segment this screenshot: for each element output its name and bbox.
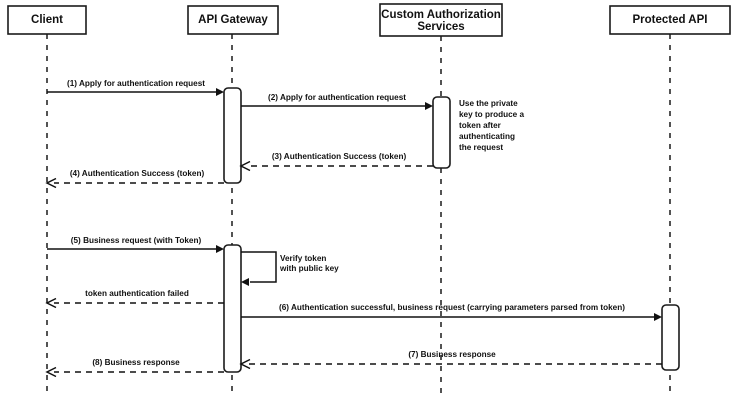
participant-box-custom-authorization-services bbox=[379, 3, 503, 37]
message-label-msg-5: (5) Business request (with Token) bbox=[71, 236, 202, 245]
activation-bar-protected-api-business bbox=[661, 304, 680, 371]
arrow-head-msg-4 bbox=[45, 177, 57, 189]
message-label-msg-2: (2) Apply for authentication request bbox=[268, 93, 406, 102]
activation-bar-gateway-business bbox=[223, 244, 242, 373]
self-message-path bbox=[241, 251, 277, 283]
message-label-msg-7: (7) Business response bbox=[408, 350, 496, 359]
message-msg-1[interactable]: (1) Apply for authentication request bbox=[47, 79, 224, 96]
arrow-head-msg-3 bbox=[239, 160, 251, 172]
activations-layer bbox=[223, 87, 680, 373]
activation-bar-gateway-auth bbox=[223, 87, 242, 184]
message-msg-6[interactable]: (6) Authentication successful, business … bbox=[241, 303, 662, 321]
participant-client[interactable]: Client bbox=[7, 5, 87, 35]
message-msg-4[interactable]: (4) Authentication Success (token) bbox=[45, 169, 224, 189]
participant-label-api-gateway: API Gateway bbox=[198, 14, 268, 26]
message-msg-3[interactable]: (3) Authentication Success (token) bbox=[239, 152, 433, 172]
participant-box-api-gateway bbox=[187, 5, 279, 35]
message-msg-7[interactable]: (7) Business response bbox=[239, 350, 662, 370]
message-label-msg-3: (3) Authentication Success (token) bbox=[272, 152, 407, 161]
message-msg-token-failed[interactable]: token authentication failed bbox=[45, 289, 224, 309]
arrow-head-msg-8 bbox=[45, 366, 57, 378]
participant-box-client bbox=[7, 5, 87, 35]
message-msg-2[interactable]: (2) Apply for authentication request bbox=[241, 93, 433, 110]
activation-bar-cas-auth bbox=[432, 96, 451, 169]
participant-label-client: Client bbox=[31, 14, 63, 26]
arrow-head-msg-6 bbox=[654, 313, 662, 321]
message-msg-5[interactable]: (5) Business request (with Token) bbox=[47, 236, 224, 253]
participant-box-protected-api bbox=[609, 5, 731, 35]
arrow-head-self bbox=[241, 278, 249, 286]
participant-api-gateway[interactable]: API Gateway bbox=[187, 5, 279, 35]
arrow-head-msg-1 bbox=[216, 88, 224, 96]
participant-label-protected-api: Protected API bbox=[633, 14, 708, 26]
participant-protected-api[interactable]: Protected API bbox=[609, 5, 731, 35]
arrow-head-msg-token-failed bbox=[45, 297, 57, 309]
message-label-msg-4: (4) Authentication Success (token) bbox=[70, 169, 205, 178]
message-msg-8[interactable]: (8) Business response bbox=[45, 358, 224, 378]
messages-layer: (1) Apply for authentication request (2) … bbox=[45, 79, 662, 378]
arrow-head-msg-2 bbox=[425, 102, 433, 110]
message-label-msg-1: (1) Apply for authentication request bbox=[67, 79, 205, 88]
arrow-head-msg-5 bbox=[216, 245, 224, 253]
message-label-msg-8: (8) Business response bbox=[92, 358, 180, 367]
message-label-msg-token-failed: token authentication failed bbox=[85, 289, 189, 298]
message-label-msg-6: (6) Authentication successful, business … bbox=[279, 303, 625, 312]
arrow-head-msg-7 bbox=[239, 358, 251, 370]
